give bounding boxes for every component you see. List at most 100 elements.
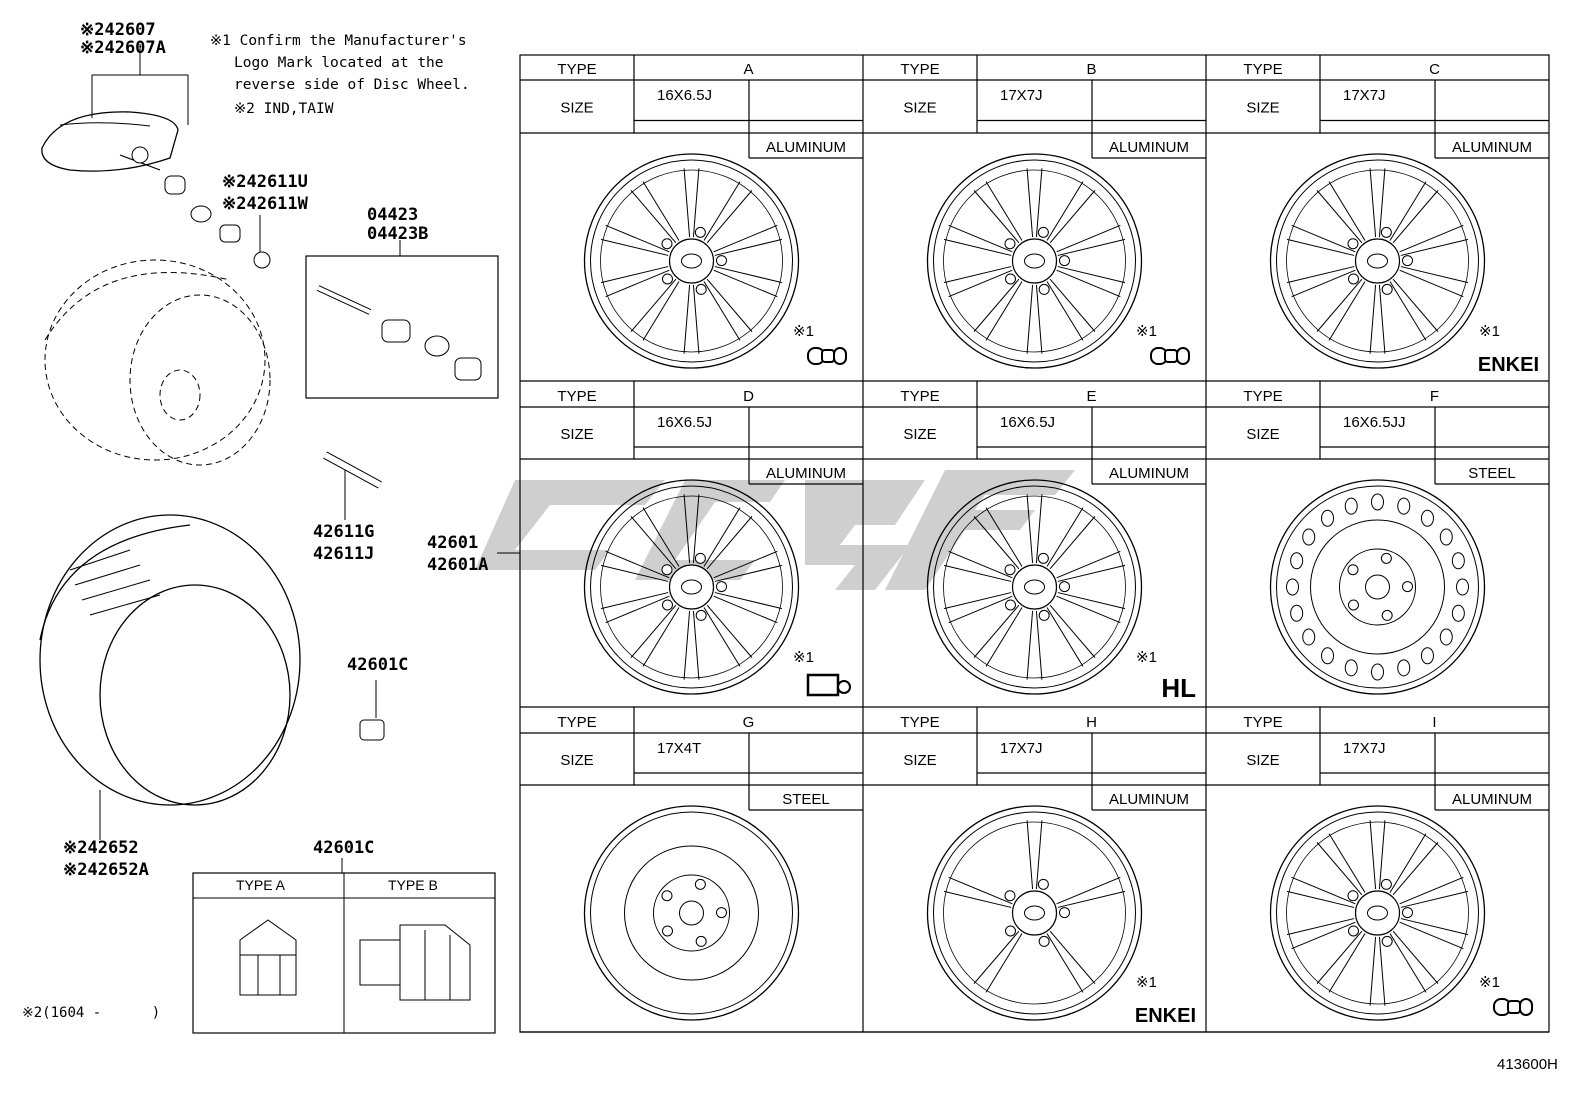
type-label: TYPE: [557, 388, 596, 405]
note-1-line-1: ※1 Confirm the Manufacturer's: [210, 33, 467, 49]
wheel-drawing: [926, 805, 1143, 1021]
wheel-type-table: [519, 54, 1550, 1033]
wheel-type-letter: B: [1086, 61, 1096, 78]
size-label: SIZE: [560, 100, 593, 117]
note-1-line-2: Logo Mark located at the: [234, 55, 444, 71]
wheel-drawing: [583, 153, 800, 369]
logo-mark-text: ENKEI: [1135, 1005, 1196, 1027]
wheel-type-letter: F: [1430, 388, 1439, 405]
size-label: SIZE: [1246, 426, 1279, 443]
type-label: TYPE: [900, 61, 939, 78]
wheel-type-letter: A: [743, 61, 753, 78]
wheel-size: 17X7J: [1000, 740, 1043, 757]
logo-mark-text: HL: [1161, 673, 1196, 703]
manufacturer-note-mark: ※1: [793, 323, 814, 340]
manufacturer-note-mark: ※1: [793, 649, 814, 666]
logo-mark-text: ENKEI: [1478, 354, 1539, 376]
note-1-line-3: reverse side of Disc Wheel.: [234, 77, 470, 93]
lug-nut-drawing: [359, 680, 385, 741]
manufacturer-note-mark: ※1: [1136, 323, 1157, 340]
wheel-drawing: [926, 479, 1143, 695]
wheel-size: 17X4T: [657, 740, 701, 757]
tpms-sensor-drawing: [41, 111, 271, 269]
wheel-size: 17X7J: [1343, 740, 1386, 757]
date-footnote: ※2(1604 - ): [22, 1005, 161, 1021]
nut-type-b-label: TYPE B: [388, 877, 438, 893]
manufacturer-note-mark: ※1: [1479, 323, 1500, 340]
wheel-material: ALUMINUM: [1452, 139, 1532, 156]
wheel-drawing: [583, 479, 800, 695]
valve-logo-icon-part: [1507, 1000, 1521, 1014]
part-number-42601C-table: 42601C: [313, 838, 375, 858]
valve-logo-icon-part: [821, 349, 835, 363]
wheel-material: ALUMINUM: [1109, 139, 1189, 156]
wheel-material: ALUMINUM: [766, 465, 846, 482]
wheel-size: 17X7J: [1343, 87, 1386, 104]
wheel-type-letter: I: [1432, 714, 1436, 731]
note-2: ※2 IND,TAIW: [234, 101, 334, 117]
size-label: SIZE: [903, 100, 936, 117]
wheel-type-letter: H: [1086, 714, 1097, 731]
part-number-42601C-lug: 42601C: [347, 655, 409, 675]
size-label: SIZE: [560, 426, 593, 443]
manufacturer-note-mark: ※1: [1479, 974, 1500, 991]
wheel-material: ALUMINUM: [1109, 791, 1189, 808]
part-number-42607: ※242607: [80, 20, 156, 40]
valve-logo-icon-part: [1164, 349, 1178, 363]
valve-logo-icon-part: [1519, 998, 1533, 1016]
part-number-42601A: 42601A: [427, 555, 489, 575]
part-number-42611G: 42611G: [313, 522, 375, 542]
wheel-material: STEEL: [1468, 465, 1516, 482]
wheel-material: ALUMINUM: [1109, 465, 1189, 482]
size-label: SIZE: [903, 426, 936, 443]
size-label: SIZE: [903, 752, 936, 769]
part-number-42652: ※242652: [63, 838, 139, 858]
tire-solid-drawing: [39, 514, 301, 840]
wheel-size: 16X6.5J: [1000, 414, 1055, 431]
part-number-42652A: ※242652A: [63, 860, 149, 880]
type-label: TYPE: [1243, 61, 1282, 78]
wheel-size: 16X6.5J: [657, 414, 712, 431]
cap-logo-icon-part: [837, 680, 851, 694]
manufacturer-note-mark: ※1: [1136, 974, 1157, 991]
diagram-code: 413600H: [1497, 1056, 1558, 1073]
tire-dashed-drawing: [44, 259, 271, 466]
type-label: TYPE: [1243, 388, 1282, 405]
nut-type-table: [192, 858, 496, 1034]
wheel-material: ALUMINUM: [766, 139, 846, 156]
wheel-size: 16X6.5JJ: [1343, 414, 1406, 431]
cap-logo-icon: [806, 673, 840, 697]
part-number-04423B: 04423B: [367, 224, 429, 244]
wheel-drawing: [583, 805, 800, 1021]
type-label: TYPE: [557, 714, 596, 731]
type-label: TYPE: [1243, 714, 1282, 731]
part-number-04423: 04423: [367, 205, 419, 225]
part-number-42611W: ※242611W: [222, 194, 308, 214]
part-number-42611U: ※242611U: [222, 172, 308, 192]
valve-kit-drawing: [316, 285, 482, 381]
valve-logo-icon-part: [833, 347, 847, 365]
size-label: SIZE: [1246, 752, 1279, 769]
wheel-type-letter: D: [743, 388, 754, 405]
wheel-size: 16X6.5J: [657, 87, 712, 104]
part-number-42607A: ※242607A: [80, 38, 166, 58]
size-label: SIZE: [1246, 100, 1279, 117]
wheel-size: 17X7J: [1000, 87, 1043, 104]
wheel-drawing: [1269, 479, 1486, 695]
wheel-drawing: [1269, 153, 1486, 369]
part-number-42601: 42601: [427, 533, 479, 553]
valve-stem-drawing: [323, 451, 382, 520]
nut-type-a-label: TYPE A: [236, 877, 286, 893]
manufacturer-note-mark: ※1: [1136, 649, 1157, 666]
wheel-drawing: [1269, 805, 1486, 1021]
part-number-42611J: 42611J: [313, 544, 375, 564]
wheel-type-letter: G: [743, 714, 755, 731]
valve-logo-icon-part: [1176, 347, 1190, 365]
wheel-material: ALUMINUM: [1452, 791, 1532, 808]
wheel-type-letter: C: [1429, 61, 1440, 78]
size-label: SIZE: [560, 752, 593, 769]
type-label: TYPE: [900, 388, 939, 405]
wheel-material: STEEL: [782, 791, 830, 808]
type-label: TYPE: [557, 61, 596, 78]
